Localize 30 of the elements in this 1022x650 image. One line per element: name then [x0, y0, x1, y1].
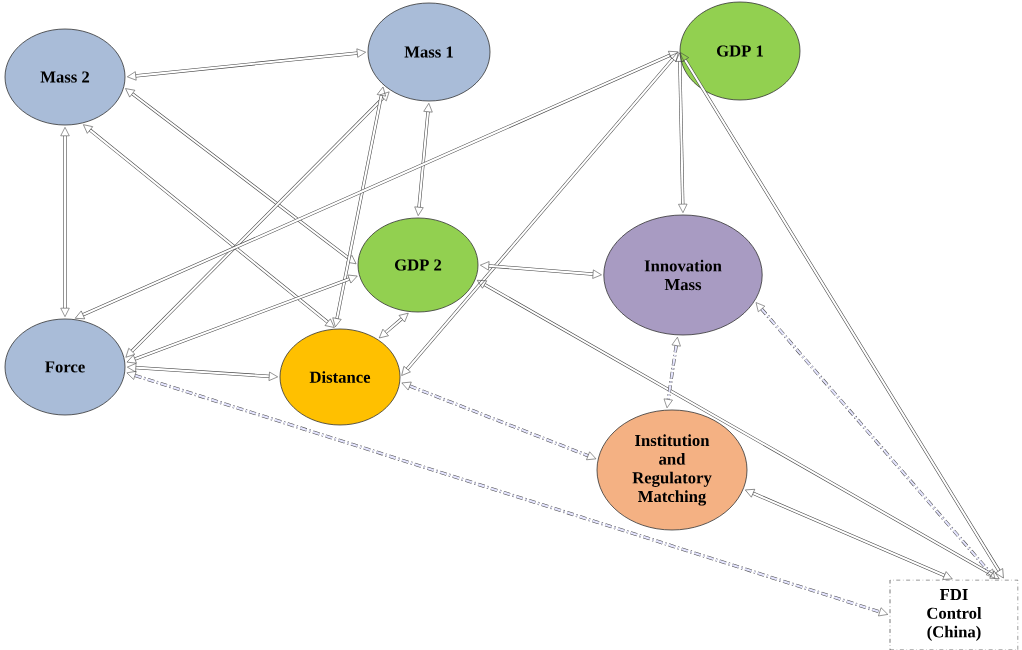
ellipse-node: GDP 1 — [679, 1, 801, 101]
arrow — [126, 371, 889, 617]
ellipse-node: Force — [4, 318, 126, 416]
arrow — [74, 51, 679, 320]
arrow — [332, 86, 386, 328]
arrow — [125, 91, 390, 358]
arrow — [755, 302, 996, 579]
arrow — [663, 336, 681, 409]
arrow — [675, 52, 688, 213]
ellipse-node: Distance — [279, 328, 401, 426]
arrow — [127, 48, 366, 81]
arrow — [83, 124, 335, 328]
ellipse-node: Mass 2 — [4, 28, 126, 126]
dashed-box: FDI Control (China) — [889, 579, 1019, 650]
arrow — [125, 88, 357, 265]
arrow — [127, 363, 278, 381]
arrow — [480, 261, 602, 279]
arrow — [401, 381, 597, 461]
ellipse-node: Institution and Regulatory Matching — [596, 409, 748, 531]
arrow — [745, 489, 953, 580]
ellipse-node: GDP 2 — [357, 217, 479, 313]
arrow — [476, 280, 1000, 579]
arrow — [126, 274, 358, 364]
arrow — [401, 52, 679, 376]
arrow — [60, 127, 70, 317]
arrow — [414, 103, 433, 216]
arrow — [680, 52, 1004, 579]
arrow — [378, 312, 409, 339]
ellipse-node: Mass 1 — [367, 2, 491, 102]
ellipse-node: Innovation Mass — [603, 214, 763, 336]
